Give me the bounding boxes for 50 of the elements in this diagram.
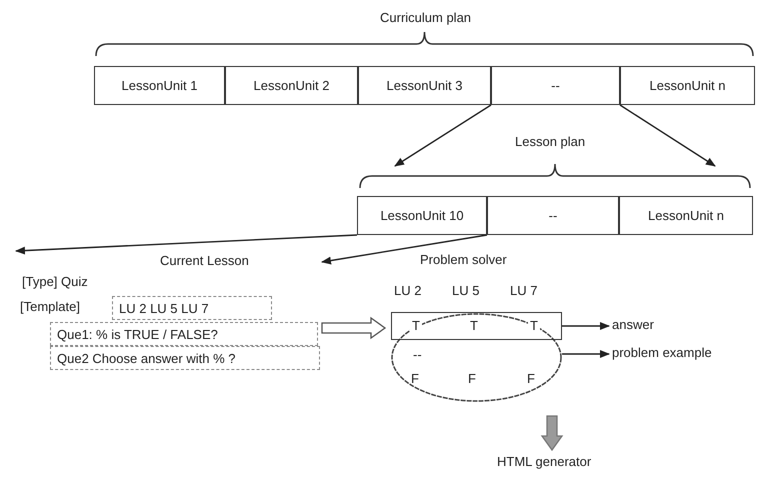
- column-header: LU 5: [452, 283, 480, 298]
- cell-value: T: [468, 318, 480, 333]
- cell-value: F: [527, 371, 535, 386]
- arrow: [620, 104, 716, 167]
- block-arrow: [321, 316, 386, 340]
- block-arrow: [540, 415, 564, 452]
- arrow: [562, 350, 610, 358]
- arrow: [562, 322, 610, 330]
- output-label: HTML generator: [497, 454, 607, 472]
- section-title: Lesson plan: [515, 134, 586, 149]
- lesson-unit-box: [620, 66, 755, 105]
- cell-value: T: [410, 318, 422, 333]
- cell-value: --: [413, 347, 422, 362]
- lesson-unit-box: [357, 196, 487, 235]
- box-label: LessonUnit 3: [386, 78, 462, 93]
- question-box: [50, 322, 318, 346]
- box-label: --: [548, 208, 558, 223]
- cell-value: T: [528, 318, 540, 333]
- question-box: [50, 346, 320, 370]
- lesson-unit-box: [94, 66, 225, 105]
- question-text: LU 2 LU 5 LU 7: [119, 300, 209, 316]
- box-label: LessonUnit 10: [380, 208, 464, 223]
- section-title: Current Lesson: [160, 253, 290, 271]
- box-label: --: [551, 78, 560, 93]
- question-text: Que1: % is TRUE / FALSE?: [57, 326, 218, 342]
- cell-value: F: [411, 371, 419, 386]
- question-text: Que2 Choose answer with % ?: [57, 350, 236, 366]
- lesson-unit-box: [491, 66, 620, 105]
- arrow: [321, 234, 488, 264]
- box-label: LessonUnit n: [648, 208, 724, 223]
- template-label: [Template]: [20, 299, 80, 314]
- lesson-unit-box: [619, 196, 753, 235]
- lesson-unit-box: [487, 196, 619, 235]
- example-ellipse: [391, 313, 562, 402]
- template-box: [112, 296, 272, 320]
- column-header: LU 2: [394, 283, 422, 298]
- lesson-unit-box: [225, 66, 358, 105]
- arrow: [394, 104, 492, 167]
- section-title: Problem solver: [420, 252, 507, 267]
- cell-value: F: [468, 371, 476, 386]
- arrow: [15, 234, 358, 255]
- box-label: LessonUnit n: [650, 78, 726, 93]
- column-header: LU 7: [510, 283, 538, 298]
- output-label: problem example: [612, 345, 752, 363]
- section-title: Curriculum plan: [380, 10, 472, 25]
- lesson-type: [Type] Quiz: [22, 274, 88, 289]
- box-label: LessonUnit 1: [122, 78, 198, 93]
- box-label: LessonUnit 2: [254, 78, 330, 93]
- lesson-unit-box: [358, 66, 491, 105]
- output-label: answer: [612, 317, 672, 335]
